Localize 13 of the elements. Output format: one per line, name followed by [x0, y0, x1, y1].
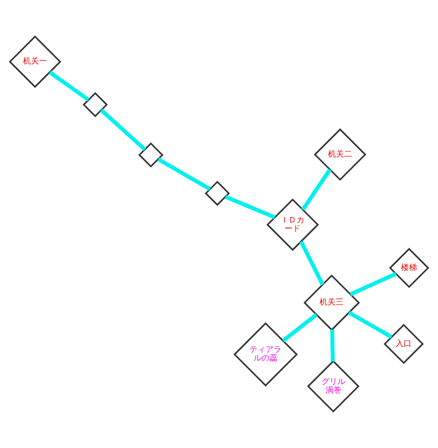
node-diamond	[82, 92, 108, 118]
connector	[330, 329, 335, 362]
connector	[224, 194, 276, 220]
connector	[350, 272, 397, 296]
node-diamond	[204, 180, 230, 206]
node-diamond	[138, 142, 164, 168]
connector	[301, 168, 332, 211]
connector	[348, 310, 393, 339]
connector	[299, 240, 324, 286]
connector	[282, 313, 318, 342]
connector	[100, 108, 146, 151]
connector	[48, 70, 90, 102]
connector	[157, 158, 212, 191]
